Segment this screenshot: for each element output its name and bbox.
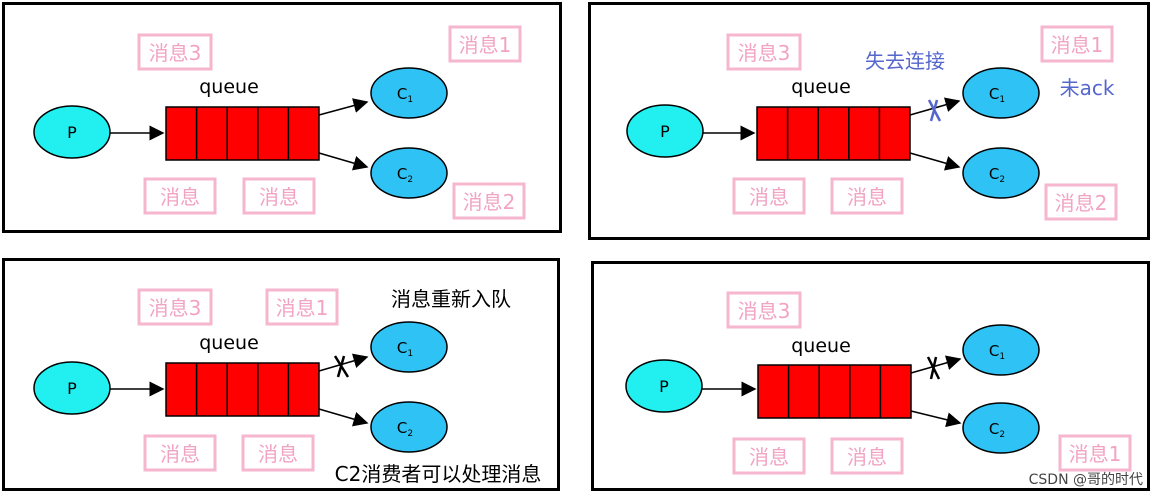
producer-node (626, 104, 704, 158)
consumer-c2 (370, 401, 448, 453)
queue-box (165, 106, 320, 161)
c1-label: C1 (397, 339, 413, 359)
c2-label: C2 (397, 165, 413, 185)
queue-label: queue (791, 335, 851, 357)
diagram-1: 消息3 消息1 消息 消息 消息2 queue P C1 C2 (33, 25, 526, 220)
queue-box (757, 364, 912, 419)
msg3-tag (137, 33, 213, 71)
queue-label: queue (199, 76, 259, 98)
c2-arrow (318, 152, 369, 171)
c2-arrow (909, 152, 961, 171)
msg-tag-a-label: 消息 (160, 185, 200, 209)
consumer-c2 (370, 147, 448, 199)
msg-tag-b-label: 消息 (259, 185, 299, 209)
producer-label: P (660, 122, 670, 141)
msg-tag-a (143, 434, 217, 472)
c2-process-label: C2消费者可以处理消息 (335, 462, 542, 486)
c1-label: C1 (397, 85, 413, 105)
msg1-tag (1058, 434, 1132, 472)
producer-label: P (67, 123, 77, 142)
msg-tag-b-label: 消息 (258, 442, 298, 466)
panel-2: 消息3 消息1 失去连接 未ack 消息 消息 消息2 queue P C1 C… (588, 2, 1150, 240)
msg-tag-a-label: 消息 (160, 442, 200, 466)
producer-node (33, 361, 111, 415)
producer-label: P (67, 379, 77, 398)
consumer-c1 (962, 324, 1040, 376)
c1-arrow (318, 98, 369, 116)
c2-arrow (910, 410, 962, 428)
queue-label: queue (199, 332, 259, 354)
disconnect-mark (333, 355, 350, 378)
msg-tag-b (241, 434, 315, 472)
disconnect-mark (926, 356, 941, 380)
consumer-c1 (370, 67, 448, 119)
producer-node (33, 105, 111, 159)
msg2-tag-label: 消息2 (463, 190, 516, 214)
msg1-tag (1040, 25, 1114, 63)
not-ack-label: 未ack (1060, 76, 1115, 100)
msg3-tag-label: 消息3 (149, 41, 202, 65)
c1-label: C1 (989, 85, 1005, 105)
msg3-tag-label: 消息3 (149, 296, 202, 320)
diagram-2: 消息3 消息1 失去连接 未ack 消息 消息 消息2 queue P C1 C… (626, 25, 1118, 221)
disconnect-mark (927, 99, 942, 122)
msg2-tag (1044, 183, 1118, 221)
c2-label: C2 (397, 419, 413, 439)
msg-tag-a (732, 437, 806, 475)
panel-1: 消息3 消息1 消息 消息 消息2 queue P C1 C2 (2, 2, 562, 233)
consumer-c1 (962, 67, 1040, 119)
producer-node (625, 359, 703, 413)
c2-label: C2 (989, 420, 1005, 440)
queue-label: queue (791, 76, 851, 98)
msg-tag-b-label: 消息 (847, 445, 887, 469)
msg3-tag-label: 消息3 (738, 299, 791, 323)
msg2-tag (452, 182, 526, 220)
msg3-tag (726, 291, 802, 329)
msg3-tag-label: 消息3 (738, 41, 791, 65)
msg1-tag-label: 消息1 (1069, 442, 1122, 466)
diagram-3: 消息3 消息1 消息重新入队 消息 消息 C2消费者可以处理消息 queue P… (33, 287, 542, 486)
msg1-tag-label: 消息1 (276, 296, 329, 320)
diagram-4: 消息3 消息 消息 消息1 queue P C1 C2 (625, 291, 1132, 475)
msg2-tag-label: 消息2 (1055, 191, 1108, 215)
panel-4: 消息3 消息 消息 消息1 queue P C1 C2 (591, 261, 1150, 491)
msg-tag-a-label: 消息 (749, 185, 789, 209)
queue-box (756, 106, 911, 161)
queue-box (165, 362, 320, 417)
msg-tag-a-label: 消息 (749, 445, 789, 469)
msg3-tag (137, 288, 213, 326)
msg-tag-a (143, 177, 217, 215)
csdn-watermark: CSDN @哥的时代 (1028, 472, 1143, 488)
consumer-c1 (370, 321, 448, 373)
msg3-tag (726, 33, 802, 71)
producer-label: P (659, 377, 669, 396)
msg-tag-b-label: 消息 (847, 185, 887, 209)
requeue-label: 消息重新入队 (391, 287, 511, 311)
msg1-tag-label: 消息1 (1051, 33, 1104, 57)
msg-tag-b (830, 437, 904, 475)
lost-connection-label: 失去连接 (865, 49, 945, 73)
c1-label: C1 (989, 342, 1005, 362)
msg-tag-a (732, 177, 806, 215)
consumer-c2 (962, 402, 1040, 454)
msg1-tag (448, 25, 522, 63)
c2-arrow (318, 408, 369, 427)
msg1-tag (265, 288, 339, 326)
panel-3: 消息3 消息1 消息重新入队 消息 消息 C2消费者可以处理消息 queue P… (2, 258, 560, 491)
msg-tag-b (830, 177, 904, 215)
c1-arrow (910, 355, 962, 374)
consumer-c2 (962, 147, 1040, 199)
msg-tag-b (242, 177, 316, 215)
msg1-tag-label: 消息1 (459, 33, 512, 57)
c2-label: C2 (989, 165, 1005, 185)
